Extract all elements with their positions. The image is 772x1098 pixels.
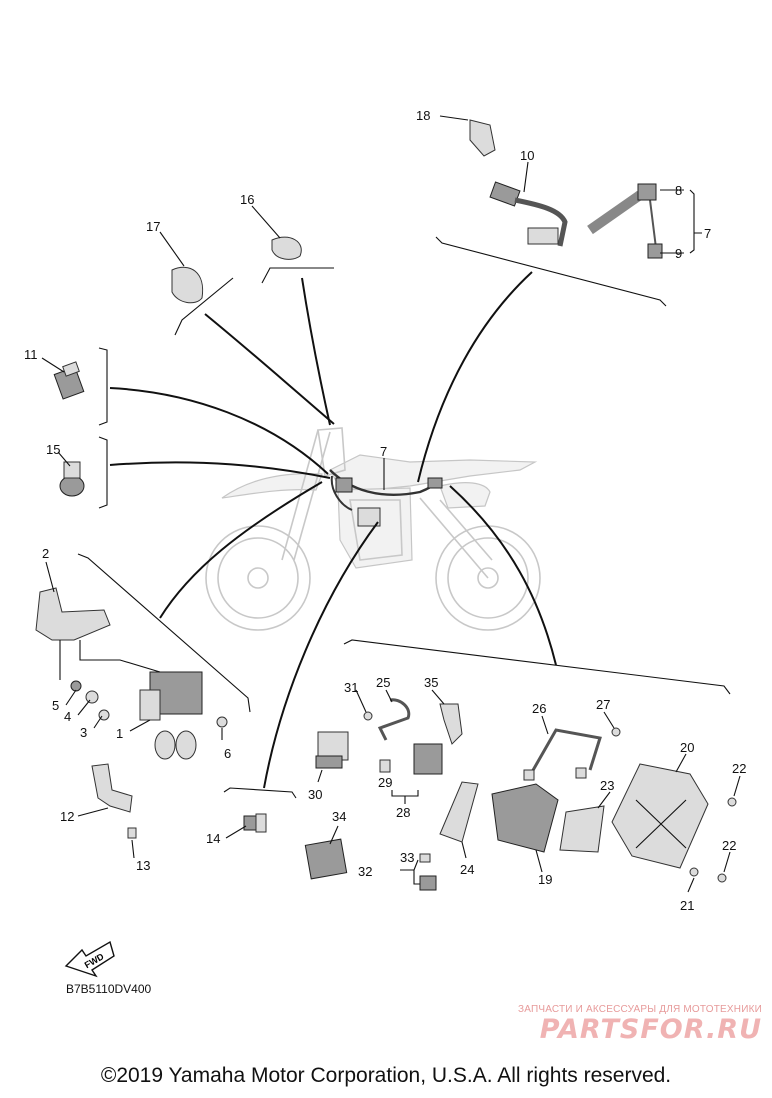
sensor-lead-7-shape: [587, 183, 702, 259]
bolt-27-shape: [611, 727, 621, 737]
coupler-11-shape: [53, 361, 85, 400]
callout-13: 13: [136, 858, 150, 873]
callout-5: 5: [52, 698, 59, 713]
callout-23: 23: [600, 778, 614, 793]
ecu-19-shape: [491, 783, 559, 853]
callout-27: 27: [596, 697, 610, 712]
wiring-harness-on-bike: [329, 469, 443, 527]
callout-19: 19: [538, 872, 552, 887]
collar-21-shape: [689, 867, 699, 877]
callout-1: 1: [116, 726, 123, 741]
group-brackets: [77, 236, 731, 799]
callout-16: 16: [240, 192, 254, 207]
bracket-12-shape: [91, 763, 133, 813]
callout-numbers: 18 10 8 7 9 16 17 11 15 7 2 5 4 3 1 6 12…: [24, 108, 746, 913]
callout-6: 6: [224, 746, 231, 761]
callout-30: 30: [308, 787, 322, 802]
callout-2: 2: [42, 546, 49, 561]
bolt-22a-shape: [727, 797, 737, 807]
callout-18: 18: [416, 108, 430, 123]
callout-32: 32: [358, 864, 372, 879]
coupler-32-shape: [400, 853, 437, 891]
callout-25: 25: [376, 675, 390, 690]
diagram-code: B7B5110DV400: [66, 982, 152, 996]
clamp-17-shape: [171, 266, 204, 304]
bolt-31-shape: [363, 711, 373, 721]
relay-30-shape: [315, 731, 349, 769]
callout-26: 26: [532, 701, 546, 716]
band-18-shape: [469, 119, 496, 157]
callout-20: 20: [680, 740, 694, 755]
callout-4: 4: [64, 709, 71, 724]
clamp-16-shape: [271, 236, 302, 260]
watermark: ЗАПЧАСТИ И АКСЕССУАРЫ ДЛЯ МОТОТЕХНИКИ PA…: [462, 1004, 762, 1045]
callout-11: 11: [24, 347, 38, 362]
washer-4-shape: [85, 690, 99, 704]
callout-15: 15: [46, 442, 60, 457]
callout-7-bike: 7: [380, 444, 387, 459]
callout-34: 34: [332, 809, 346, 824]
leader-lines: [109, 271, 557, 789]
callout-22-top: 22: [732, 761, 746, 776]
callout-14: 14: [206, 831, 220, 846]
callout-3: 3: [80, 725, 87, 740]
sensor-15-shape: [59, 461, 85, 497]
fwd-arrow-icon: FWD: [64, 940, 115, 978]
callout-31: 31: [344, 680, 358, 695]
bolt-13-shape: [127, 827, 137, 839]
callout-8: 8: [675, 183, 682, 198]
callout-24: 24: [460, 862, 474, 877]
bolt-6-shape: [216, 716, 228, 728]
callout-28: 28: [396, 805, 410, 820]
lead-wire-10-shape: [489, 181, 568, 247]
callout-29: 29: [378, 775, 392, 790]
callout-9: 9: [675, 246, 682, 261]
watermark-tagline: ЗАПЧАСТИ И АКСЕССУАРЫ ДЛЯ МОТОТЕХНИКИ: [517, 1004, 762, 1015]
rectifier-1-shape: [139, 671, 203, 760]
callout-17: 17: [146, 219, 160, 234]
callout-22-bottom: 22: [722, 838, 736, 853]
callout-12: 12: [60, 809, 74, 824]
lead-26-shape: [523, 728, 602, 781]
callout-pointers: [41, 115, 741, 893]
callout-10: 10: [520, 148, 534, 163]
pad-23-shape: [559, 805, 605, 853]
lead-25-shape: [377, 698, 411, 741]
callout-7-top: 7: [704, 226, 711, 241]
callout-35: 35: [424, 675, 438, 690]
watermark-logo: PARTSFOR.RU: [539, 1014, 762, 1045]
callout-33: 33: [400, 850, 414, 865]
cover-24-shape: [439, 781, 479, 843]
relay-28-shape: [379, 743, 443, 804]
callout-21: 21: [680, 898, 694, 913]
bracket-2-shape: [35, 587, 111, 641]
bracket-20-shape: [611, 763, 709, 869]
bolt-22b-shape: [717, 873, 727, 883]
unit-34-shape: [304, 838, 348, 880]
switch-14-shape: [243, 813, 267, 833]
copyright-notice: ©2019 Yamaha Motor Corporation, U.S.A. A…: [100, 1064, 672, 1087]
holder-35-shape: [439, 703, 463, 745]
nut-5-shape: [70, 680, 82, 692]
